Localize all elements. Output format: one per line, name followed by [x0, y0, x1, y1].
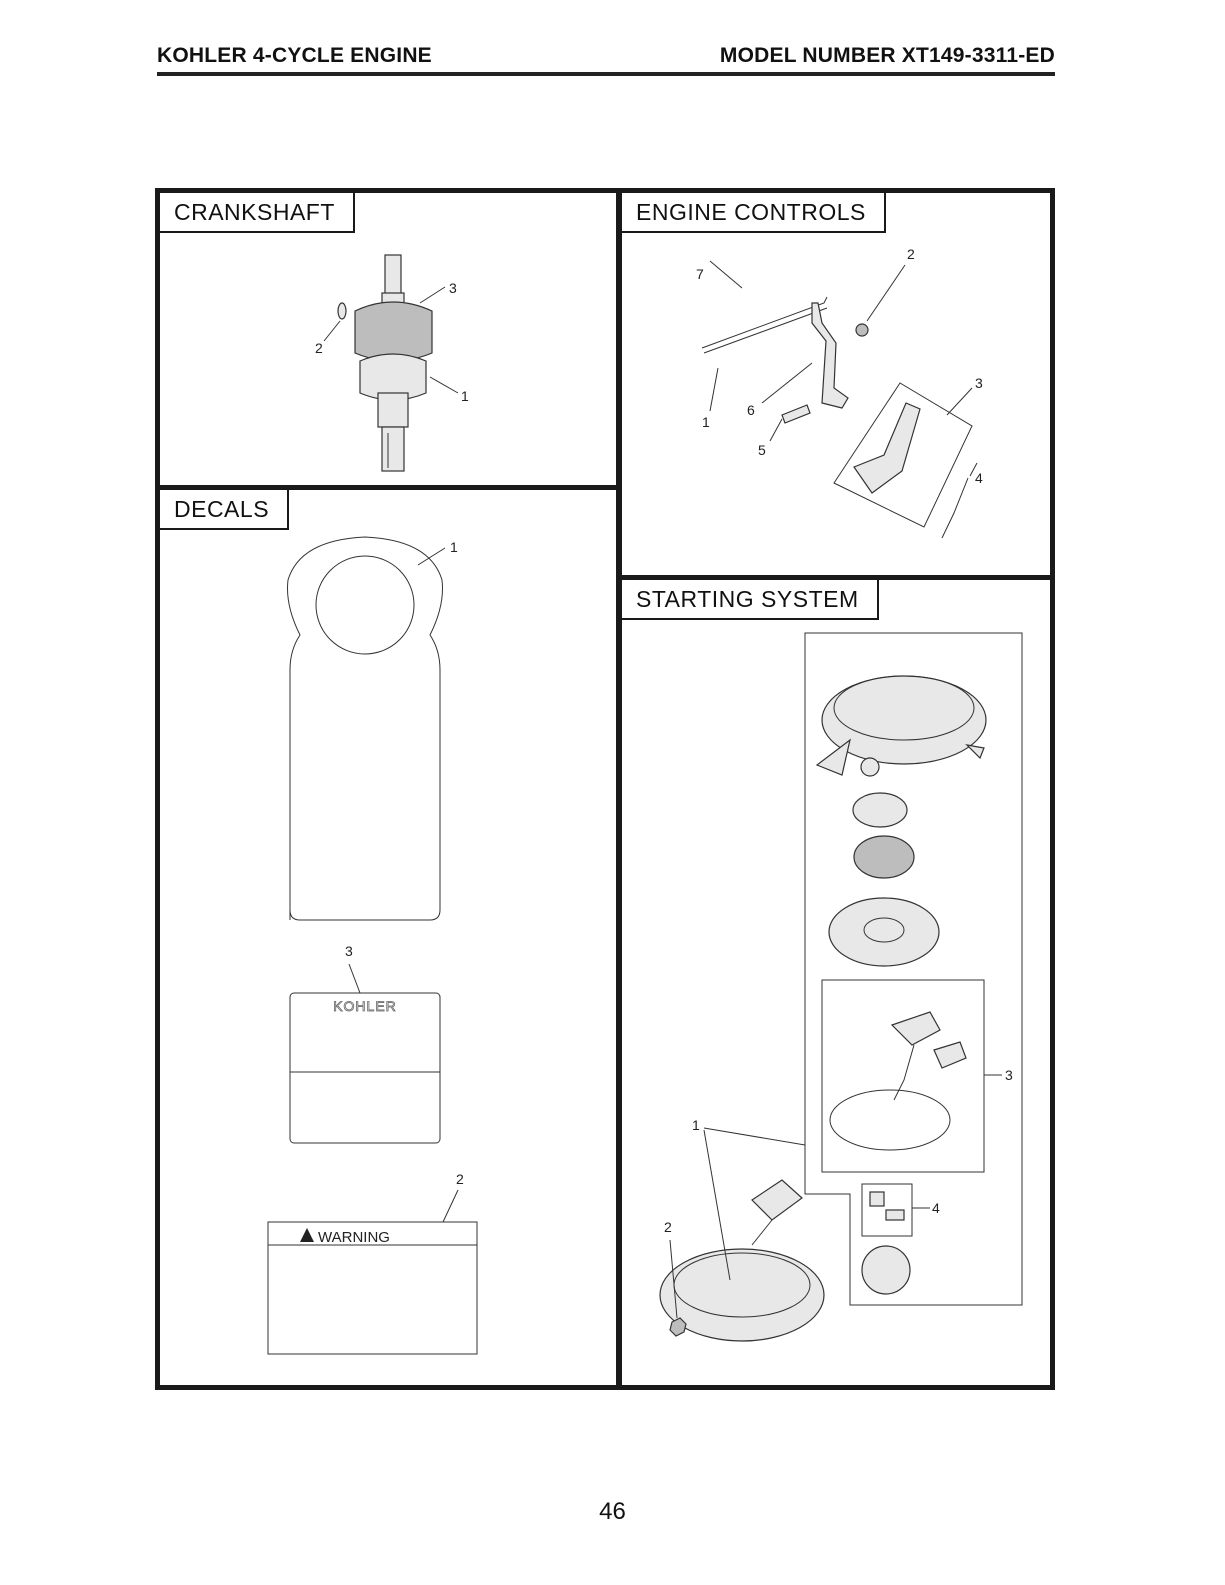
crankshaft-diagram: 3 2 1 — [160, 193, 616, 485]
decal-2-part: WARNING — [268, 1222, 477, 1354]
ss-callout-2: 2 — [664, 1219, 672, 1235]
callout-1: 1 — [461, 388, 469, 404]
decals-diagram: 1 3 KOHLER 2 WARNING — [160, 490, 616, 1385]
retainer-part — [853, 793, 907, 827]
crankshaft-part — [355, 255, 432, 471]
decal-callout-2: 2 — [456, 1171, 464, 1187]
ss-callout-1: 1 — [692, 1117, 700, 1133]
screw-part — [782, 405, 810, 423]
starting-system-panel: STARTING SYSTEM 3 4 — [617, 575, 1055, 1390]
spring-part — [942, 478, 968, 538]
page-number: 46 — [0, 1498, 1225, 1526]
spring-washer-part — [861, 758, 879, 776]
crankshaft-panel: CRANKSHAFT 3 2 1 — [155, 188, 621, 490]
decal-callout-3: 3 — [345, 943, 353, 959]
ss-callout-4: 4 — [932, 1200, 940, 1216]
ec-callout-5: 5 — [758, 442, 766, 458]
header-title: KOHLER 4-CYCLE ENGINE — [157, 44, 432, 68]
ss-callout-3: 3 — [1005, 1067, 1013, 1083]
drive-cup-part — [862, 1246, 910, 1294]
ec-callout-7: 7 — [696, 266, 704, 282]
throttle-link-part — [702, 297, 827, 348]
ec-callout-1: 1 — [702, 414, 710, 430]
header-rule — [157, 72, 1055, 76]
recoil-spring-part — [854, 836, 914, 878]
ec-callout-4: 4 — [975, 470, 983, 486]
decal-1-part — [288, 537, 443, 920]
warning-icon — [300, 1228, 314, 1242]
crankshaft-key-part — [338, 303, 346, 319]
rope-handle-group-outline — [822, 980, 984, 1172]
decals-panel: DECALS 1 3 KOHLER 2 WARNING — [155, 485, 621, 1390]
starter-assembly-part — [660, 1180, 824, 1341]
pulley-part — [829, 898, 939, 966]
kohler-logo-text: KOHLER — [333, 998, 397, 1014]
decal-callout-1: 1 — [450, 539, 458, 555]
ec-callout-3: 3 — [975, 375, 983, 391]
callout-3: 3 — [449, 280, 457, 296]
header-model-number: MODEL NUMBER XT149-3311-ED — [720, 44, 1055, 68]
engine-controls-diagram: 7 6 1 5 2 3 4 — [622, 193, 1050, 575]
engine-controls-panel: ENGINE CONTROLS 7 6 1 5 2 3 4 — [617, 188, 1055, 580]
callout-2: 2 — [315, 340, 323, 356]
rope-handle-part — [892, 1012, 940, 1045]
decal-3-part: KOHLER — [290, 993, 440, 1143]
starter-housing-part — [817, 676, 986, 775]
ec-callout-2: 2 — [907, 246, 915, 262]
starting-system-diagram: 3 4 1 2 — [622, 580, 1050, 1385]
nut-part — [856, 324, 868, 336]
ec-callout-6: 6 — [747, 402, 755, 418]
warning-label: WARNING — [318, 1229, 390, 1246]
control-lever-part — [812, 303, 848, 408]
